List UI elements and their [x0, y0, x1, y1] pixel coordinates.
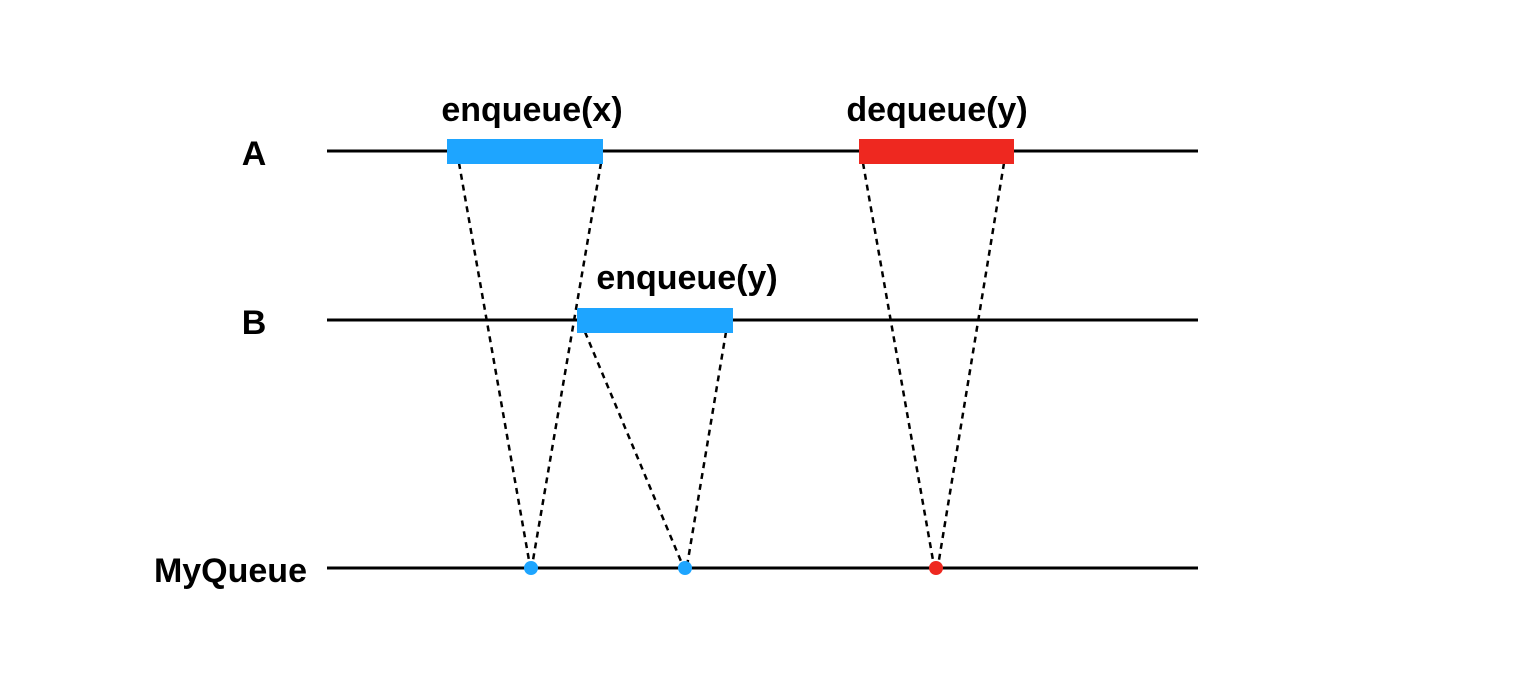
linearization-point-enqueue-x — [524, 561, 538, 575]
linearization-point-dequeue-y — [929, 561, 943, 575]
operation-label-enqueue-y: enqueue(y) — [596, 259, 777, 297]
lane-label-a: A — [242, 135, 267, 173]
connector-enqueue-y-start — [583, 331, 685, 567]
operation-bar-enqueue-y — [577, 308, 733, 333]
connector-enqueue-y-end — [685, 331, 728, 567]
connectors — [457, 162, 1006, 567]
operation-label-dequeue-y: dequeue(y) — [846, 91, 1027, 129]
operation-label-enqueue-x: enqueue(x) — [441, 91, 622, 129]
lane-label-myqueue: MyQueue — [154, 552, 307, 590]
operation-bar-enqueue-x — [447, 139, 603, 164]
connector-enqueue-x-start — [457, 162, 532, 567]
connector-dequeue-y-end — [936, 162, 1006, 567]
connector-enqueue-x-end — [530, 162, 603, 567]
operation-bar-dequeue-y — [859, 139, 1014, 164]
lane-label-b: B — [242, 304, 267, 342]
connector-dequeue-y-start — [861, 162, 936, 567]
linearization-point-enqueue-y — [678, 561, 692, 575]
